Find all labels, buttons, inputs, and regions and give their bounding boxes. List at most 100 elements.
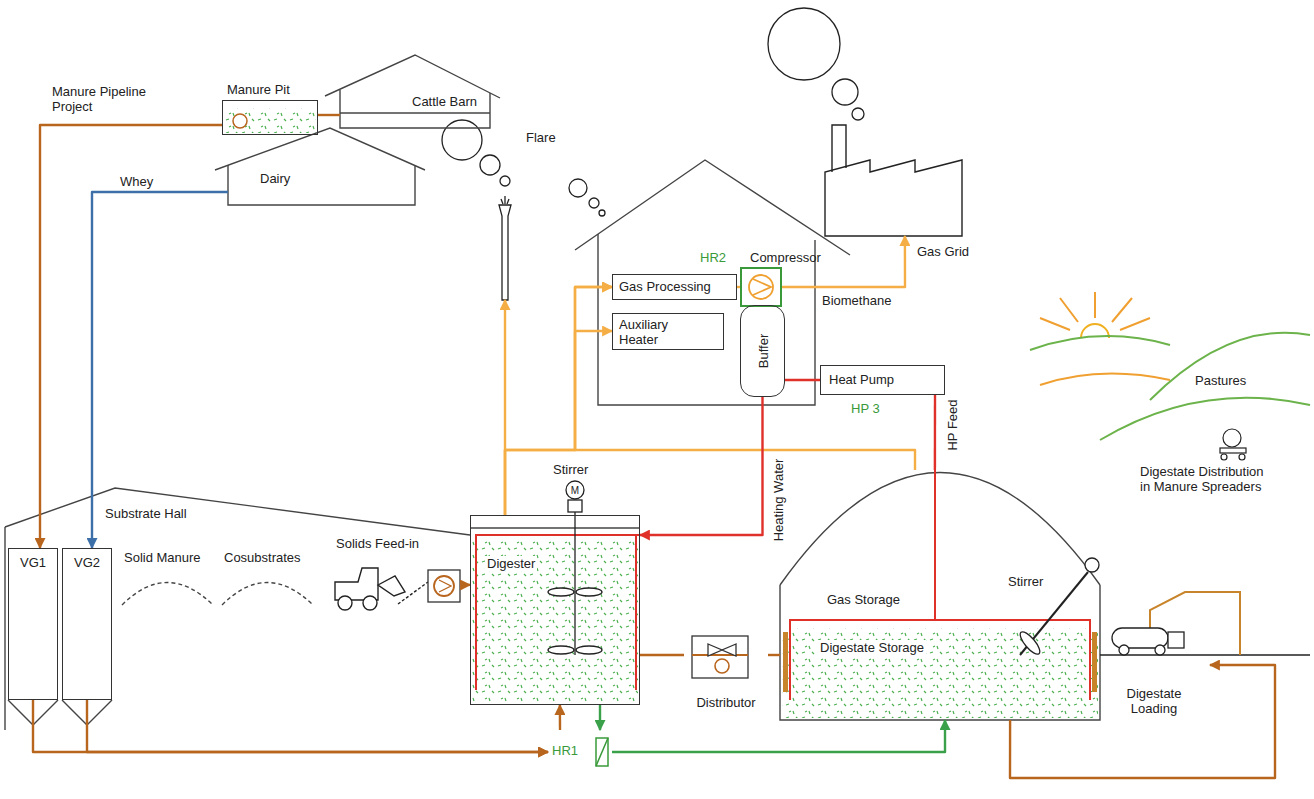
digestate-loading xyxy=(1155,645,1165,655)
factory xyxy=(825,125,962,236)
digester-stirrer xyxy=(568,500,582,512)
sun-and-pastures xyxy=(1150,333,1310,400)
loader xyxy=(378,576,405,596)
digestate-storage-tank xyxy=(782,628,1098,718)
digestate-storage-tank xyxy=(780,585,1100,720)
pipe-connector xyxy=(87,700,548,752)
process-box: Auxiliary Heater xyxy=(612,313,724,350)
node-text: Buffer xyxy=(755,334,770,368)
smoke xyxy=(442,8,864,216)
digester-stirrer xyxy=(548,646,574,654)
compressor-symbol xyxy=(749,275,773,299)
digester-stirrer xyxy=(548,481,602,655)
flare-stack xyxy=(499,196,511,300)
feed-pump xyxy=(428,570,460,602)
pipe-connector xyxy=(505,287,612,515)
distributor: Distributor xyxy=(684,630,768,712)
distributor-symbol xyxy=(715,659,729,673)
node-text: Cosubstrates xyxy=(224,550,301,565)
distributor-symbol xyxy=(692,654,748,656)
digestate-loading xyxy=(1119,645,1129,655)
substrate-pile: Solid Manure xyxy=(120,550,215,600)
loader xyxy=(335,568,378,600)
node-text: HR2 xyxy=(700,250,726,265)
digester-tank xyxy=(476,535,640,690)
spreader-icon xyxy=(1239,454,1245,460)
smoke xyxy=(480,155,500,175)
dairy: Dairy xyxy=(228,165,415,205)
node-text: Solid Manure xyxy=(124,550,201,565)
node-text: Gas Processing xyxy=(619,279,711,294)
edge-label: Biomethane xyxy=(820,293,893,308)
hr1-symbol xyxy=(596,738,608,766)
digestate-storage-tank xyxy=(780,470,1100,720)
hr1-symbol xyxy=(596,738,608,766)
digester-stirrer xyxy=(566,481,584,499)
sun-and-pastures xyxy=(1040,292,1150,330)
substrate-hall xyxy=(5,488,470,535)
feed-pump xyxy=(428,570,460,602)
pipe-connector xyxy=(768,654,780,656)
node-text: Digester xyxy=(485,556,537,571)
heat-exchanger: HR1 xyxy=(548,730,612,772)
manure-pit xyxy=(224,108,316,133)
smoke xyxy=(599,210,605,216)
silo: VG1 xyxy=(8,548,58,700)
annotation-label: Stirrer xyxy=(1008,574,1043,589)
digester-stirrer xyxy=(574,512,575,655)
digestate-storage: Gas StorageDigestate Storage xyxy=(780,470,1100,720)
digester-tank xyxy=(470,528,640,703)
cattle-barn xyxy=(325,55,500,98)
pipe-connector xyxy=(1010,665,1275,778)
sun-and-pastures xyxy=(1030,292,1310,440)
manure-pit: Manure Pit xyxy=(222,100,318,135)
pipe-connector xyxy=(505,331,612,515)
flare-stack xyxy=(501,196,509,204)
node-text: Dairy xyxy=(260,171,290,186)
pipe-connector xyxy=(575,287,915,470)
digester-tank xyxy=(470,527,640,528)
distributor-symbol xyxy=(708,644,736,656)
annotation-label: Stirrer xyxy=(553,462,588,477)
annotation-label: M xyxy=(571,485,579,496)
substrate-hall xyxy=(222,583,313,606)
storage-stirrer xyxy=(1017,629,1043,657)
annotation-label: Pastures xyxy=(1195,373,1246,388)
substrate-hall xyxy=(4,527,5,730)
pipe-connector xyxy=(92,192,228,548)
digestate-loading xyxy=(1100,654,1310,655)
hr1-symbol xyxy=(596,738,608,766)
pipe-connector xyxy=(934,395,936,470)
substrate-hall xyxy=(5,488,470,730)
digester-tank: Digester xyxy=(470,515,640,705)
loader xyxy=(398,582,428,604)
gas-house xyxy=(575,160,850,405)
factory xyxy=(825,160,962,236)
feed-pump xyxy=(434,576,454,596)
storage-stirrer xyxy=(1017,558,1099,657)
spreader-icon xyxy=(1220,429,1246,460)
digester-stirrer xyxy=(576,646,602,654)
storage-stirrer xyxy=(1085,558,1099,572)
loader xyxy=(363,596,377,610)
digester-stirrer xyxy=(548,588,574,596)
smoke xyxy=(768,8,840,80)
buffer-tank: Buffer xyxy=(740,305,785,397)
distributor-symbol xyxy=(692,636,748,678)
gas-house xyxy=(575,160,850,255)
node-text: Cattle Barn xyxy=(412,94,477,109)
manure-pit xyxy=(233,114,247,128)
pipe-connector xyxy=(640,654,684,656)
node-text: Distributor xyxy=(696,695,755,710)
distributor-symbol xyxy=(692,636,748,678)
solids-feeder: Solids Feed-in xyxy=(330,536,465,608)
manure-pit xyxy=(224,108,316,133)
node-text: VG1 xyxy=(20,555,46,570)
pipe-connector xyxy=(559,705,561,730)
node-text: Substrate Hall xyxy=(105,506,187,521)
cattle-barn xyxy=(340,90,490,128)
heat-pump: Heat PumpHP 3 xyxy=(820,365,945,395)
substrate-hall xyxy=(122,583,213,606)
compressor-symbol xyxy=(749,275,773,299)
